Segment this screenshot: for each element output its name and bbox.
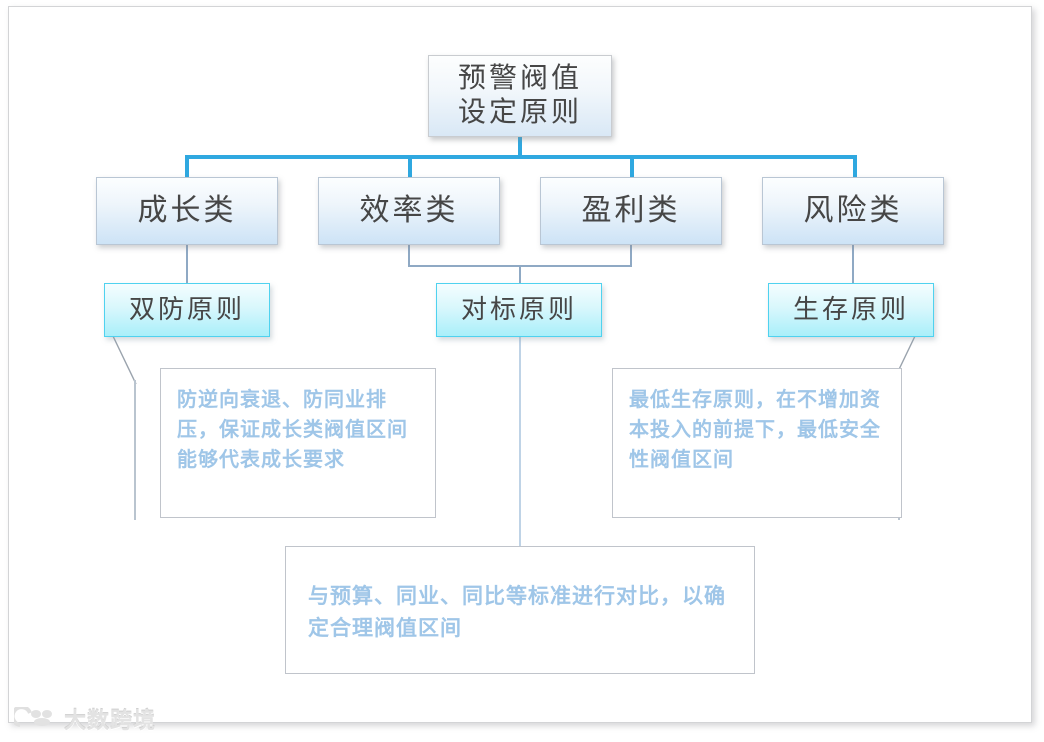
node-principle-benchmark[interactable]: 对标原则 (436, 283, 602, 337)
leader-line-left (111, 333, 137, 385)
connector-merge-to-benchmark (519, 265, 521, 283)
node-principle-survival[interactable]: 生存原则 (768, 283, 934, 337)
connector-risk-to-survival (852, 245, 854, 283)
connector-growth-to-dual (186, 245, 188, 283)
watermark: 大数跨境 (14, 703, 156, 735)
node-category-efficiency[interactable]: 效率类 (318, 177, 500, 245)
connector-drop-category-2 (408, 155, 412, 178)
node-category-risk[interactable]: 风险类 (762, 177, 944, 245)
node-category-profit[interactable]: 盈利类 (540, 177, 722, 245)
connector-benchmark-to-description (519, 337, 521, 547)
node-category-growth[interactable]: 成长类 (96, 177, 278, 245)
connector-profit-drop (630, 245, 632, 266)
callout-benchmark-description: 与预算、同业、同比等标准进行对比，以确定合理阀值区间 (285, 546, 755, 674)
connector-drop-category-4 (853, 155, 857, 178)
watermark-brand: 大数跨境 (64, 708, 157, 733)
connector-drop-category-1 (185, 155, 189, 178)
node-principle-dual-prevention[interactable]: 双防原则 (104, 283, 270, 337)
node-root[interactable]: 预警阀值 设定原则 (428, 55, 612, 137)
callout-growth-description: 防逆向衰退、防同业排压，保证成长类阀值区间能够代表成长要求 (160, 368, 436, 518)
connector-efficiency-drop (408, 245, 410, 266)
connector-drop-category-3 (630, 155, 634, 178)
callout-survival-description: 最低生存原则，在不增加资本投入的前提下，最低安全性阀值区间 (612, 368, 902, 518)
paw-logo-icon (14, 707, 52, 727)
connector-root-stem (518, 137, 522, 157)
bracket-left (134, 380, 138, 520)
connector-bus-horizontal (185, 155, 857, 159)
